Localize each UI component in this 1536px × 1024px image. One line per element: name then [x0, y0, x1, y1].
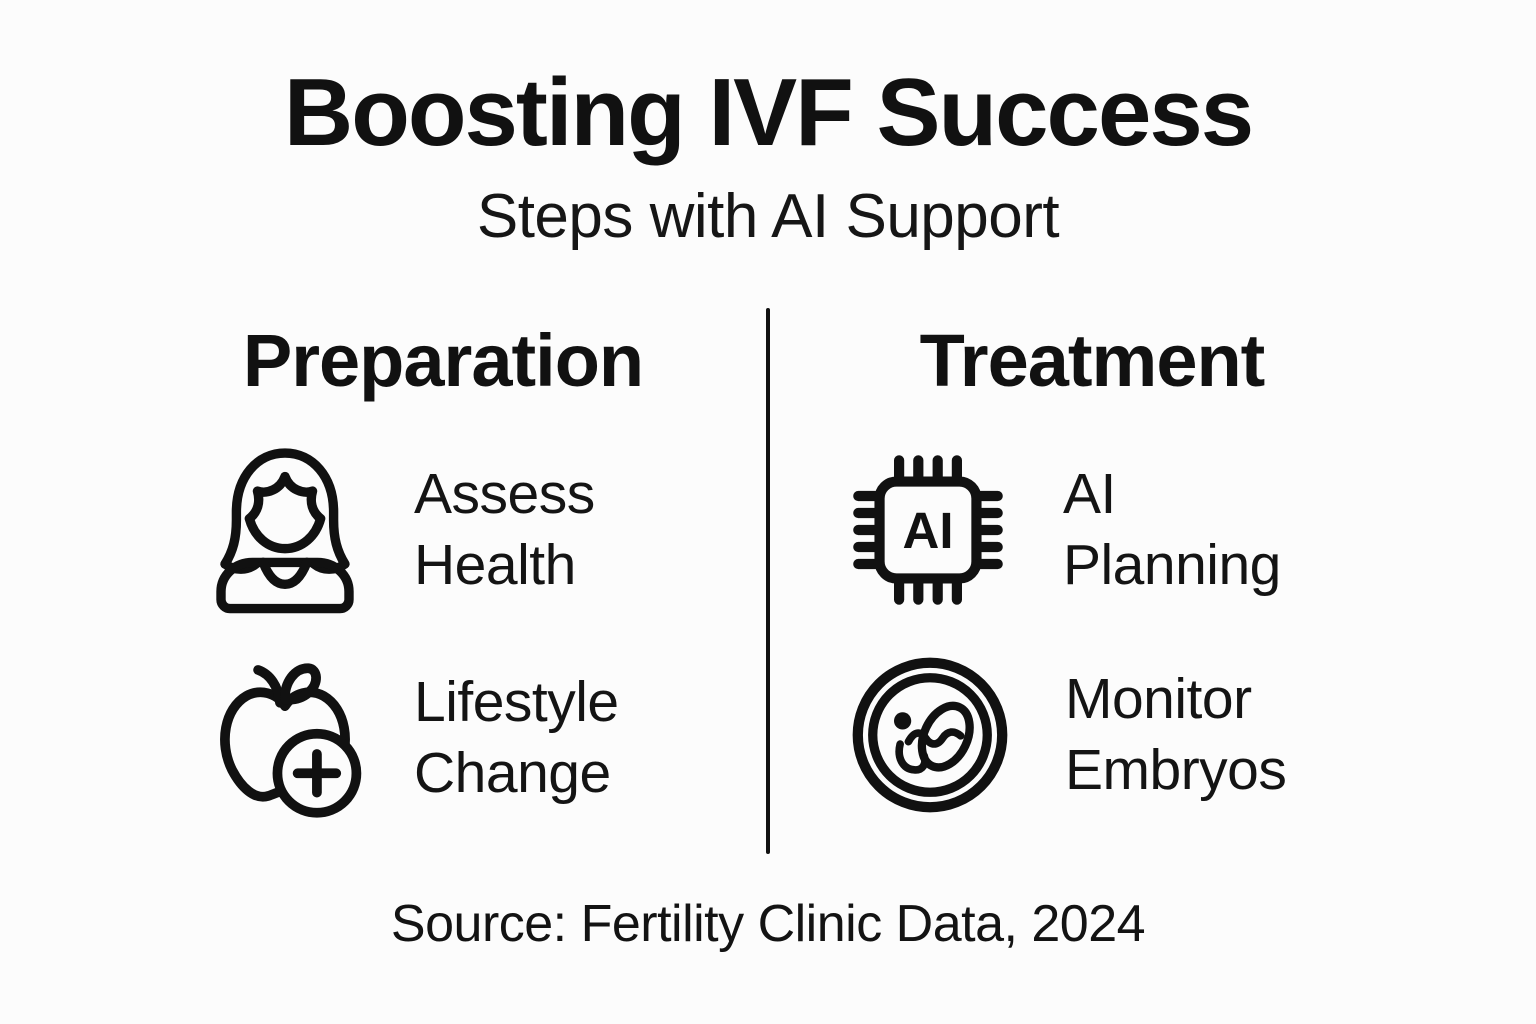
column-divider — [766, 308, 770, 854]
item-label-lifestyle-change: Lifestyle Change — [414, 670, 619, 805]
list-item-ai-planning: AI AI Planning — [843, 442, 1281, 618]
list-item-lifestyle-change: Lifestyle Change — [200, 652, 619, 824]
ai-chip-icon: AI — [843, 442, 1013, 618]
page-title: Boosting IVF Success — [283, 59, 1254, 166]
column-heading-preparation: Preparation — [242, 319, 644, 402]
page-subtitle: Steps with AI Support — [476, 182, 1060, 251]
item-label-ai-planning: AI Planning — [1063, 462, 1281, 597]
source-text: Source: Fertility Clinic Data, 2024 — [390, 895, 1146, 953]
item-label-assess-health: Assess Health — [414, 462, 595, 597]
ai-chip-label: AI — [903, 502, 954, 559]
embryo-icon — [845, 652, 1015, 818]
list-item-assess-health: Assess Health — [200, 438, 595, 622]
column-heading-treatment: Treatment — [919, 319, 1266, 402]
list-item-monitor-embryos: Monitor Embryos — [845, 652, 1287, 818]
item-label-monitor-embryos: Monitor Embryos — [1065, 667, 1287, 802]
woman-icon — [200, 438, 370, 622]
apple-plus-icon — [200, 652, 370, 824]
